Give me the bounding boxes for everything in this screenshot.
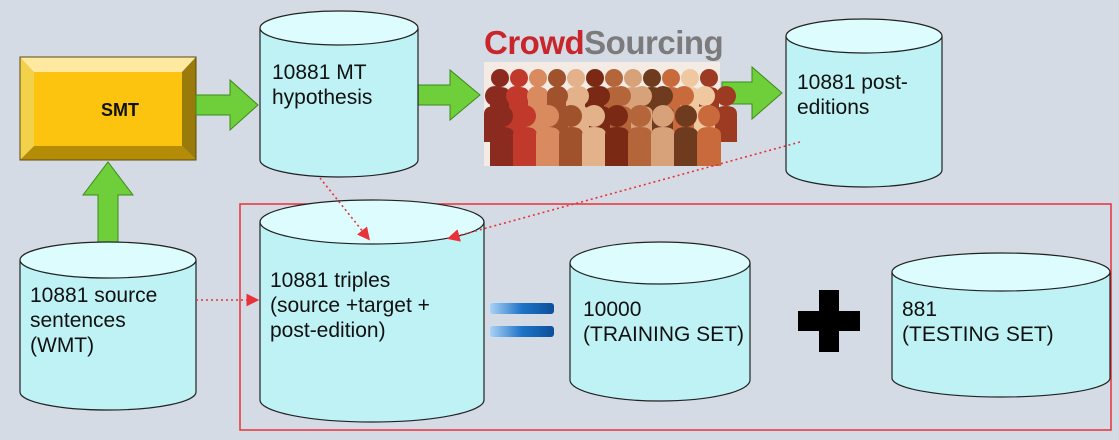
mt-hypothesis-label: 10881 MT hypothesis bbox=[272, 61, 373, 109]
cylinder-training-set bbox=[569, 241, 751, 402]
person-head bbox=[560, 105, 582, 127]
dotted-arrow-postedit-to-triples bbox=[446, 141, 801, 242]
person-head bbox=[537, 105, 559, 127]
person-head bbox=[662, 69, 680, 87]
person-head bbox=[681, 69, 699, 87]
crowdsourcing-title-part2: Sourcing bbox=[584, 24, 724, 61]
testing-set-label: 881 (TESTING SET) bbox=[902, 298, 1054, 346]
person-head bbox=[567, 69, 585, 87]
person-head bbox=[643, 69, 661, 87]
person-body bbox=[628, 127, 652, 166]
person-head bbox=[514, 105, 536, 127]
triples-label: 10881 triples (source +target + post-edi… bbox=[270, 269, 430, 342]
equals-icon bbox=[490, 303, 554, 337]
crowdsourcing-title-part1: Crowd bbox=[484, 24, 585, 61]
person-head bbox=[624, 69, 642, 87]
person-head bbox=[674, 86, 694, 106]
person-head bbox=[675, 105, 697, 127]
person-body bbox=[536, 127, 560, 166]
person-head bbox=[586, 69, 604, 87]
source-sentences-label: 10881 source sentences (WMT) bbox=[30, 284, 158, 357]
person-head bbox=[583, 105, 605, 127]
cylinder-post-editions bbox=[785, 18, 943, 188]
person-head bbox=[611, 86, 631, 106]
person-head bbox=[510, 69, 528, 87]
person-head bbox=[606, 105, 628, 127]
person-body bbox=[490, 127, 514, 166]
person-head bbox=[548, 69, 566, 87]
person-head bbox=[485, 86, 505, 106]
crowdsourcing-title: CrowdSourcing bbox=[484, 24, 724, 62]
person-head bbox=[629, 105, 651, 127]
plus-icon bbox=[798, 290, 860, 352]
person-head bbox=[716, 86, 736, 106]
arrow-mt-to-crowd bbox=[416, 68, 481, 122]
person-body bbox=[605, 127, 629, 166]
cylinder-testing-set bbox=[891, 252, 1111, 398]
dataset-frame bbox=[239, 203, 1112, 431]
person-head bbox=[698, 105, 720, 127]
person-head bbox=[632, 86, 652, 106]
person-head bbox=[506, 86, 526, 106]
person-head bbox=[590, 86, 610, 106]
person-body bbox=[697, 127, 721, 166]
person-head bbox=[652, 105, 674, 127]
crowd-people-icon bbox=[484, 62, 737, 166]
person-body bbox=[513, 127, 537, 166]
person-head bbox=[491, 105, 513, 127]
person-body bbox=[559, 127, 583, 166]
cylinder-mt-hypothesis bbox=[259, 10, 419, 178]
person-head bbox=[695, 86, 715, 106]
person-head bbox=[529, 69, 547, 87]
person-body bbox=[651, 127, 675, 166]
smt-label: SMT bbox=[101, 100, 139, 120]
person-head bbox=[527, 86, 547, 106]
arrow-source-to-smt bbox=[81, 161, 135, 249]
person-head bbox=[653, 86, 673, 106]
person-body bbox=[674, 127, 698, 166]
arrow-smt-to-mt bbox=[195, 78, 259, 132]
person-head bbox=[605, 69, 623, 87]
person-head bbox=[569, 86, 589, 106]
cylinder-source-sentences bbox=[19, 241, 197, 411]
cylinder-triples bbox=[259, 199, 485, 423]
smt-box bbox=[19, 56, 197, 161]
person-head bbox=[491, 69, 509, 87]
person-body bbox=[582, 127, 606, 166]
training-set-label: 10000 (TRAINING SET) bbox=[583, 298, 744, 346]
person-head bbox=[700, 69, 718, 87]
post-editions-label: 10881 post- editions bbox=[797, 71, 908, 119]
person-head bbox=[548, 86, 568, 106]
